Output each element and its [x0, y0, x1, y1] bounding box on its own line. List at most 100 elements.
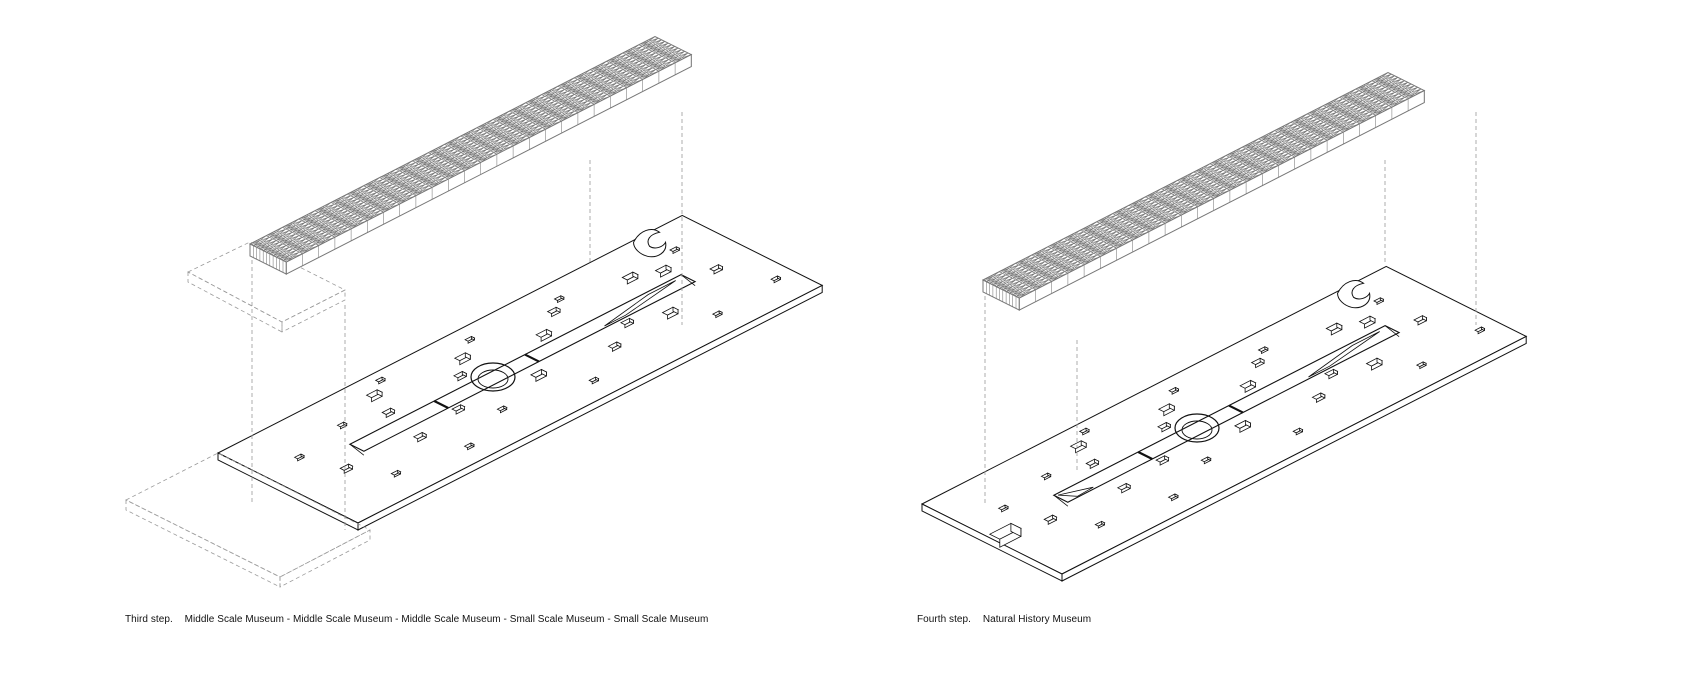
cube-side	[1369, 315, 1376, 324]
caption-fourth-step: Fourth step. Natural History Museum	[917, 614, 1091, 625]
cube-side	[595, 376, 599, 382]
cube-side	[1052, 514, 1057, 521]
round-pavilion	[470, 362, 516, 392]
cube-side	[1422, 315, 1427, 322]
ghost-volumes	[125, 241, 371, 588]
void-edge	[1053, 494, 1069, 507]
cube-side	[464, 352, 471, 360]
cube-side	[397, 469, 402, 475]
cube-side	[1207, 456, 1212, 462]
step-label: Third step.	[125, 614, 173, 625]
cube-side	[632, 271, 639, 280]
cube-side	[1379, 297, 1384, 302]
cube-side	[1165, 421, 1171, 429]
spiral-stair	[1337, 280, 1371, 309]
round-pavilion-inner	[1181, 420, 1213, 440]
roof-front	[1018, 89, 1425, 311]
cube-side	[1125, 482, 1131, 490]
spiral-stair	[633, 229, 667, 258]
cube-side	[1264, 346, 1269, 351]
cube-side	[1259, 357, 1265, 364]
cube-side	[1376, 357, 1383, 366]
roof-grid	[982, 72, 1425, 311]
cube-side	[1320, 392, 1326, 399]
cube-side	[381, 376, 386, 382]
cube-side	[1245, 419, 1251, 428]
ghost-outline	[187, 271, 283, 333]
cube-side	[1010, 522, 1022, 538]
round-pavilion-inner	[477, 369, 509, 389]
void-bridge	[433, 400, 449, 409]
pavilions	[293, 246, 782, 478]
cube-side	[1336, 322, 1343, 331]
cube-side	[503, 405, 508, 411]
cube-side	[390, 407, 396, 414]
cube-side	[718, 310, 723, 316]
cube-side	[665, 264, 672, 273]
void-outline	[348, 273, 697, 452]
panel-third-step	[125, 35, 824, 588]
cube-side	[1333, 368, 1338, 376]
void-outline	[1052, 324, 1401, 503]
void-bridge	[524, 353, 540, 363]
space-frame-roof	[248, 35, 693, 275]
cube-side	[421, 431, 427, 439]
cube-side	[1250, 379, 1256, 388]
void-bridge	[1228, 404, 1244, 414]
cube-side	[541, 368, 547, 377]
cube-side	[461, 370, 467, 378]
cube-side	[1101, 520, 1105, 526]
cube-side	[343, 421, 348, 427]
courtyard-void	[1052, 324, 1401, 507]
step-label: Fourth step.	[917, 614, 971, 625]
void-edge	[1384, 325, 1400, 337]
cube-side	[616, 341, 622, 348]
panel-fourth-step	[920, 71, 1528, 582]
cube-side	[1164, 455, 1169, 462]
caption-text: Natural History Museum	[982, 614, 1092, 625]
cube-side	[629, 317, 634, 325]
projection-guides	[984, 112, 1477, 505]
cube-side	[460, 404, 466, 411]
void-edge	[349, 443, 365, 456]
cube-side	[777, 275, 781, 281]
roof-front	[285, 53, 692, 275]
cube-side	[718, 264, 723, 271]
cube-side	[1085, 427, 1090, 433]
ghost-outline	[279, 529, 371, 588]
cube-side	[1004, 504, 1009, 510]
cube-side	[470, 442, 475, 448]
cube-side	[672, 306, 679, 315]
ghost-outline	[281, 289, 346, 333]
courtyard-void	[348, 273, 697, 456]
ramp	[604, 280, 676, 327]
caption-text: Middle Scale Museum - Middle Scale Museu…	[184, 614, 709, 625]
cube-side	[348, 463, 354, 470]
cube-side	[300, 453, 305, 459]
ghost-outline	[125, 499, 281, 588]
ramp-small	[1057, 486, 1094, 497]
round-pavilion	[1174, 413, 1220, 443]
cube-side	[1168, 403, 1175, 411]
void-edge	[680, 274, 696, 286]
cube-side	[1047, 472, 1052, 478]
cube-side	[546, 328, 552, 337]
projection-guides	[251, 112, 683, 530]
cube-side	[555, 306, 561, 313]
slab-side-front	[357, 284, 823, 531]
cube-side	[1080, 440, 1087, 448]
caption-third-step: Third step. Middle Scale Museum - Middle…	[125, 614, 708, 625]
cube-side	[560, 295, 565, 300]
slab-side-front	[1061, 335, 1527, 582]
cube-side	[376, 389, 383, 397]
void-bridge	[1137, 451, 1153, 460]
space-frame-roof	[981, 71, 1426, 311]
cube-side	[1481, 326, 1485, 332]
cube-side	[1299, 427, 1303, 433]
cube-side	[1175, 386, 1179, 392]
pavilions	[988, 297, 1486, 548]
cube-side	[675, 246, 680, 251]
cube-side	[1094, 458, 1099, 465]
cube-side	[1422, 361, 1427, 367]
